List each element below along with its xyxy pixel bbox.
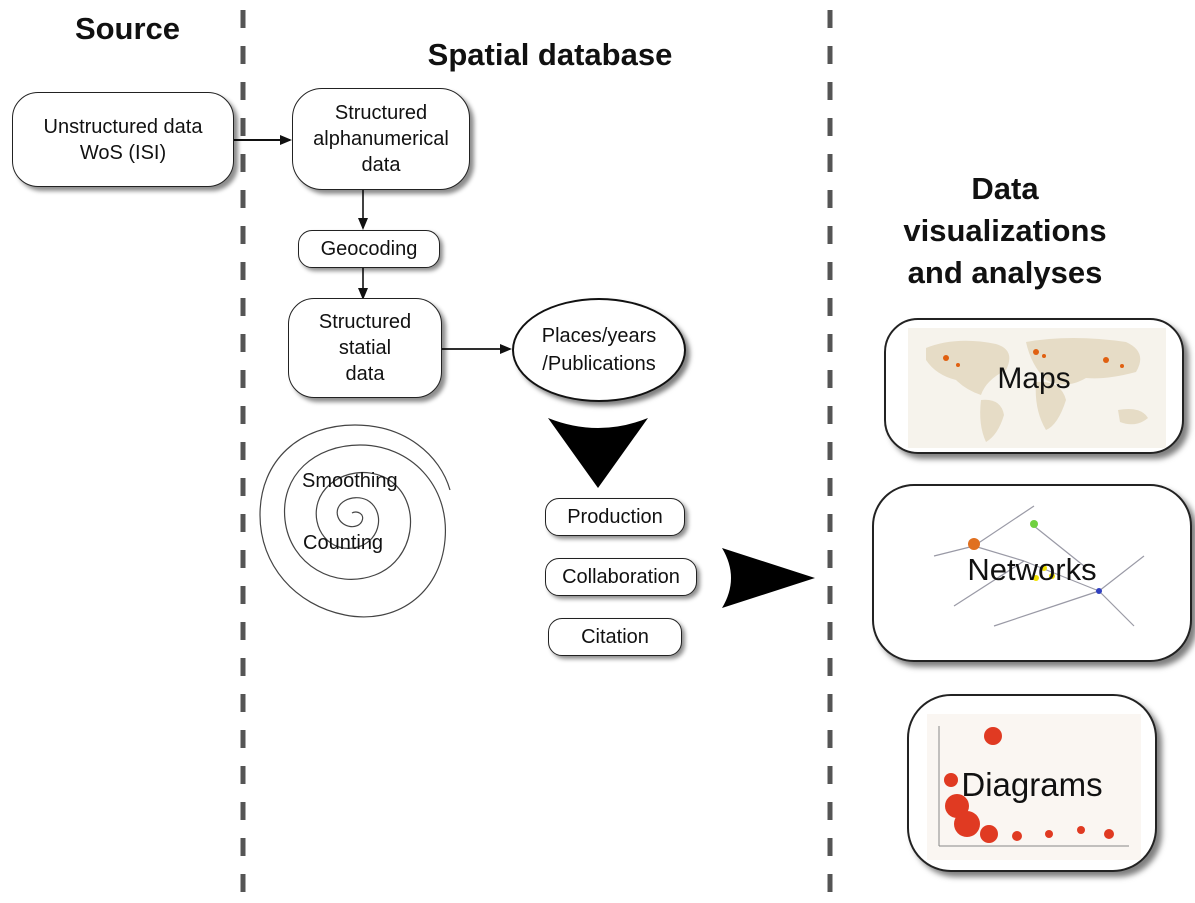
right-arrow-head — [722, 548, 815, 608]
places-years-publications-node: Places/years /Publications — [512, 298, 686, 402]
spiral-icon — [259, 424, 451, 618]
unstructured-data-node: Unstructured data WoS (ISI) — [12, 92, 234, 187]
maps-label: Maps — [997, 362, 1071, 395]
networks-card: Networks — [872, 484, 1192, 662]
geocoding-node: Geocoding — [298, 230, 440, 268]
world-map-image — [908, 328, 1166, 448]
collaboration-node: Collaboration — [545, 558, 697, 596]
heading-spatial-database: Spatial database — [427, 37, 673, 72]
production-node: Production — [545, 498, 685, 536]
down-arrow-head — [548, 418, 648, 488]
heading-source: Source — [74, 11, 181, 46]
diagrams-label: Diagrams — [961, 766, 1103, 803]
structured-spatial-node: Structured statial data — [288, 298, 442, 398]
citation-node: Citation — [548, 618, 682, 656]
diagrams-card: Diagrams — [907, 694, 1157, 872]
heading-data-visualizations: Data visualizations and analyses — [903, 171, 1107, 290]
networks-label: Networks — [967, 552, 1097, 587]
structured-alphanumerical-node: Structured alphanumerical data — [292, 88, 470, 190]
counting-label: Counting — [303, 532, 384, 554]
maps-card: Maps — [884, 318, 1184, 454]
network-graph-image — [933, 505, 1145, 627]
bubble-chart-image — [927, 714, 1141, 860]
smoothing-label: Smoothing — [302, 470, 398, 492]
